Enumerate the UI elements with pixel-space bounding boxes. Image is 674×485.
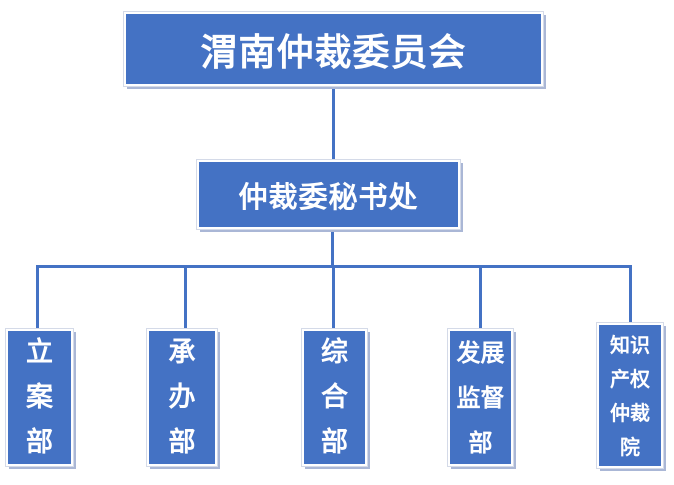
dept-label-line: 监督 — [456, 383, 505, 412]
connector-secretariat-bus — [331, 229, 334, 267]
secretariat-node-label: 仲裁委秘书处 — [238, 179, 419, 214]
connector-drop-ip-arbitration-court — [629, 265, 632, 325]
dept-label-line: 知识 — [610, 332, 650, 357]
dept-label-line: 部 — [168, 427, 196, 458]
dept-label-line: 部 — [26, 427, 53, 458]
dept-box-case-filing: 立 案 部 — [6, 329, 73, 466]
connector-drop-case-filing — [36, 265, 39, 331]
secretariat-node-box: 仲裁委秘书处 — [197, 160, 460, 229]
dept-label-line: 产权 — [610, 366, 650, 391]
dept-label-line: 仲裁 — [610, 400, 650, 425]
dept-label-line: 部 — [321, 427, 348, 458]
dept-label-line: 综 — [321, 337, 348, 368]
dept-label-line: 立 — [26, 337, 53, 368]
dept-label-line: 承 — [168, 337, 196, 368]
connector-root-secretariat — [332, 86, 335, 161]
dept-label-line: 发展 — [456, 338, 505, 367]
dept-label-line: 院 — [620, 434, 640, 459]
dept-label-line: 案 — [26, 382, 53, 413]
root-node-box: 渭南仲裁委员会 — [124, 12, 543, 86]
dept-box-undertaking: 承 办 部 — [147, 329, 217, 466]
dept-box-ip-arbitration-court: 知识 产权 仲裁 院 — [597, 323, 663, 468]
root-node-label: 渭南仲裁委员会 — [200, 30, 467, 74]
connector-drop-development-supervision — [479, 265, 482, 331]
dept-box-general-affairs: 综 合 部 — [302, 329, 367, 466]
dept-label-line: 办 — [168, 382, 196, 413]
connector-drop-general-affairs — [332, 265, 335, 331]
connector-drop-undertaking — [184, 265, 187, 331]
dept-box-development-supervision: 发展 监督 部 — [448, 329, 513, 466]
dept-label-line: 合 — [321, 382, 348, 413]
dept-label-line: 部 — [468, 428, 493, 457]
